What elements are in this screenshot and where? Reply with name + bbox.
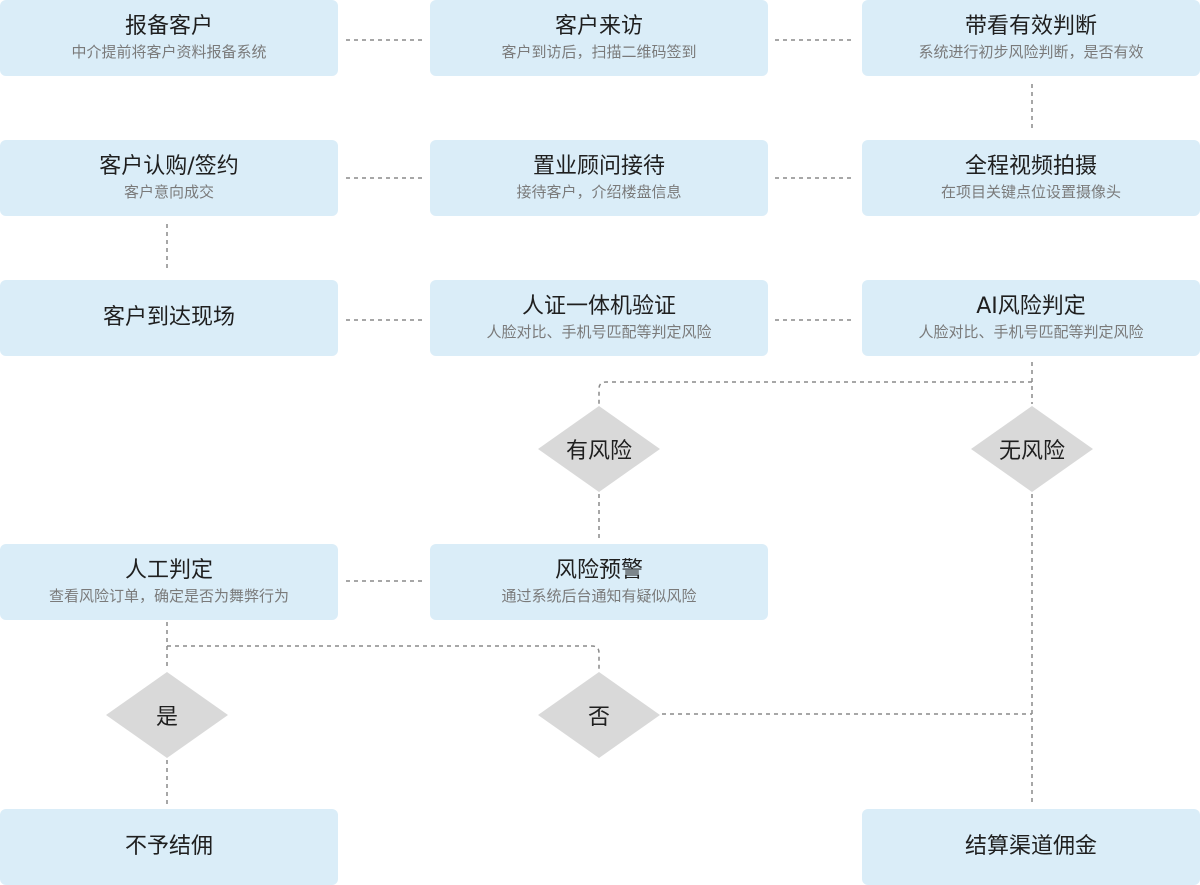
decision-no[interactable]: 否: [536, 670, 662, 760]
diamond-shape: [971, 406, 1093, 492]
node-subtitle: 人脸对比、手机号匹配等判定风险: [486, 323, 712, 341]
diamond-shape: [106, 672, 228, 758]
decision-has-risk[interactable]: 有风险: [536, 404, 662, 494]
node-valid-check[interactable]: 带看有效判断 系统进行初步风险判断，是否有效: [862, 0, 1200, 76]
decision-label: 有风险: [565, 439, 632, 464]
node-subtitle: 通过系统后台通知有疑似风险: [501, 587, 697, 605]
decision-yes[interactable]: 是: [104, 670, 230, 760]
decision-no-risk[interactable]: 无风险: [969, 404, 1095, 494]
node-title: 人证一体机验证: [521, 294, 676, 319]
node-title: 置业顾问接待: [532, 154, 665, 179]
node-title: 客户来访: [554, 14, 643, 39]
node-title: 客户到达现场: [102, 305, 235, 330]
node-subtitle: 人脸对比、手机号匹配等判定风险: [918, 323, 1144, 341]
node-report-customer[interactable]: 报备客户 中介提前将客户资料报备系统: [0, 0, 338, 76]
node-risk-warning[interactable]: 风险预警 通过系统后台通知有疑似风险: [430, 544, 768, 620]
node-title: 风险预警: [554, 558, 643, 583]
node-title: 客户认购/签约: [99, 154, 239, 179]
node-subtitle: 系统进行初步风险判断，是否有效: [918, 43, 1144, 61]
node-manual-judgement[interactable]: 人工判定 查看风险订单，确定是否为舞弊行为: [0, 544, 338, 620]
node-ai-risk[interactable]: AI风险判定 人脸对比、手机号匹配等判定风险: [862, 280, 1200, 356]
node-subtitle: 中介提前将客户资料报备系统: [71, 43, 267, 61]
diamond-shape: [538, 672, 660, 758]
node-customer-arrive[interactable]: 客户到达现场: [0, 280, 338, 356]
decision-label: 无风险: [998, 439, 1065, 464]
node-purchase-sign[interactable]: 客户认购/签约 客户意向成交: [0, 140, 338, 216]
node-title: 人工判定: [124, 558, 213, 583]
node-id-verification[interactable]: 人证一体机验证 人脸对比、手机号匹配等判定风险: [430, 280, 768, 356]
node-no-commission[interactable]: 不予结佣: [0, 809, 338, 885]
node-title: 不予结佣: [124, 834, 213, 859]
node-subtitle: 接待客户，介绍楼盘信息: [516, 183, 682, 201]
decision-label: 否: [587, 705, 610, 730]
node-settle-commission[interactable]: 结算渠道佣金: [862, 809, 1200, 885]
node-subtitle: 客户到访后，扫描二维码签到: [501, 43, 697, 61]
node-subtitle: 客户意向成交: [123, 183, 214, 201]
node-title: 全程视频拍摄: [964, 154, 1097, 179]
node-title: 带看有效判断: [964, 14, 1097, 39]
node-title: AI风险判定: [976, 294, 1086, 319]
node-consultant-reception[interactable]: 置业顾问接待 接待客户，介绍楼盘信息: [430, 140, 768, 216]
node-subtitle: 查看风险订单，确定是否为舞弊行为: [48, 587, 289, 605]
node-video-recording[interactable]: 全程视频拍摄 在项目关键点位设置摄像头: [862, 140, 1200, 216]
node-title: 结算渠道佣金: [964, 834, 1097, 859]
node-subtitle: 在项目关键点位设置摄像头: [940, 183, 1121, 201]
decision-label: 是: [155, 705, 178, 730]
node-customer-visit[interactable]: 客户来访 客户到访后，扫描二维码签到: [430, 0, 768, 76]
node-title: 报备客户: [124, 14, 213, 39]
diamond-shape: [538, 406, 660, 492]
